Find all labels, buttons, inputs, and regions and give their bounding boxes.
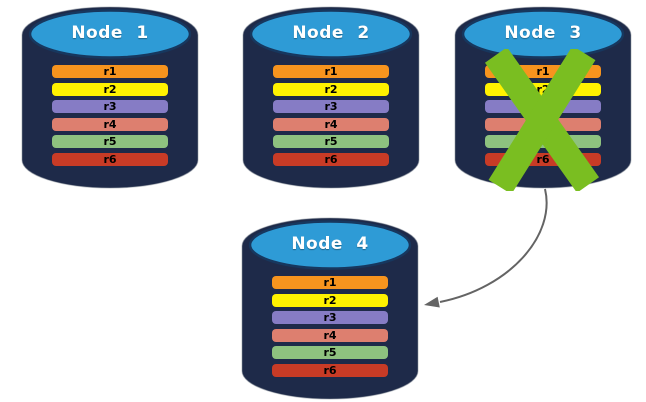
failed-x-icon	[484, 49, 600, 191]
node-title: Node 4	[291, 234, 369, 254]
replica-label: r5	[103, 135, 117, 148]
cylinder-top-ellipse	[248, 220, 412, 270]
replica-list: r1 r2 r3 r4 r5 r6	[52, 65, 168, 170]
replica-label: r3	[323, 311, 337, 324]
node-4: Node 4 r1 r2 r3 r4 r5 r6	[241, 216, 419, 400]
replica-bar: r1	[52, 65, 168, 78]
replica-label: r4	[103, 117, 117, 131]
replica-label: r3	[103, 100, 117, 113]
replica-bar: r2	[52, 82, 168, 96]
replica-bar: r4	[52, 117, 168, 131]
replica-label: r2	[324, 82, 338, 96]
node-3: Node 3 r1 r2 r3 r4 r5 r6	[454, 5, 632, 191]
replica-label: r3	[324, 100, 338, 113]
replica-label: r1	[103, 65, 117, 78]
replica-bar: r3	[272, 311, 388, 324]
replica-bar: r4	[273, 117, 389, 131]
replica-bar: r5	[273, 135, 389, 148]
replica-bar: r1	[273, 65, 389, 78]
node-title: Node 3	[504, 23, 582, 43]
replica-list: r1 r2 r3 r4 r5 r6	[273, 65, 389, 170]
replica-bar: r6	[273, 152, 389, 166]
replica-label: r2	[103, 82, 117, 96]
cylinder-top-ellipse	[461, 9, 625, 59]
node-1: Node 1 r1 r2 r3 r4 r5 r6	[21, 5, 199, 189]
replica-bar: r1	[272, 276, 388, 289]
replica-bar: r4	[272, 328, 388, 342]
replica-label: r4	[323, 328, 337, 342]
node-2: Node 2 r1 r2 r3 r4 r5 r6	[242, 5, 420, 189]
replica-label: r4	[324, 117, 338, 131]
arrow-head-icon	[424, 296, 440, 308]
x-stroke	[488, 49, 596, 191]
replica-label: r6	[103, 152, 117, 166]
replica-bar: r5	[272, 346, 388, 359]
replica-bar: r2	[272, 293, 388, 307]
replica-label: r5	[324, 135, 338, 148]
node-title: Node 1	[71, 23, 149, 43]
cylinder-top-ellipse	[28, 9, 192, 59]
node-title: Node 2	[292, 23, 370, 43]
replica-bar: r6	[52, 152, 168, 166]
replica-bar: r6	[272, 363, 388, 377]
replica-label: r6	[536, 152, 550, 166]
replica-list: r1 r2 r3 r4 r5 r6	[272, 276, 388, 381]
arrow-line	[439, 188, 548, 303]
replica-bar: r5	[52, 135, 168, 148]
replica-label: r1	[323, 276, 337, 289]
replica-label: r6	[323, 363, 337, 377]
replica-bar: r3	[273, 100, 389, 113]
replica-label: r1	[324, 65, 338, 78]
replica-label: r5	[323, 346, 337, 359]
replica-label: r6	[324, 152, 338, 166]
replica-label: r2	[323, 293, 337, 307]
replica-bar: r2	[273, 82, 389, 96]
replica-label: r1	[536, 65, 550, 78]
cylinder-top-ellipse	[249, 9, 413, 59]
replica-bar: r3	[52, 100, 168, 113]
